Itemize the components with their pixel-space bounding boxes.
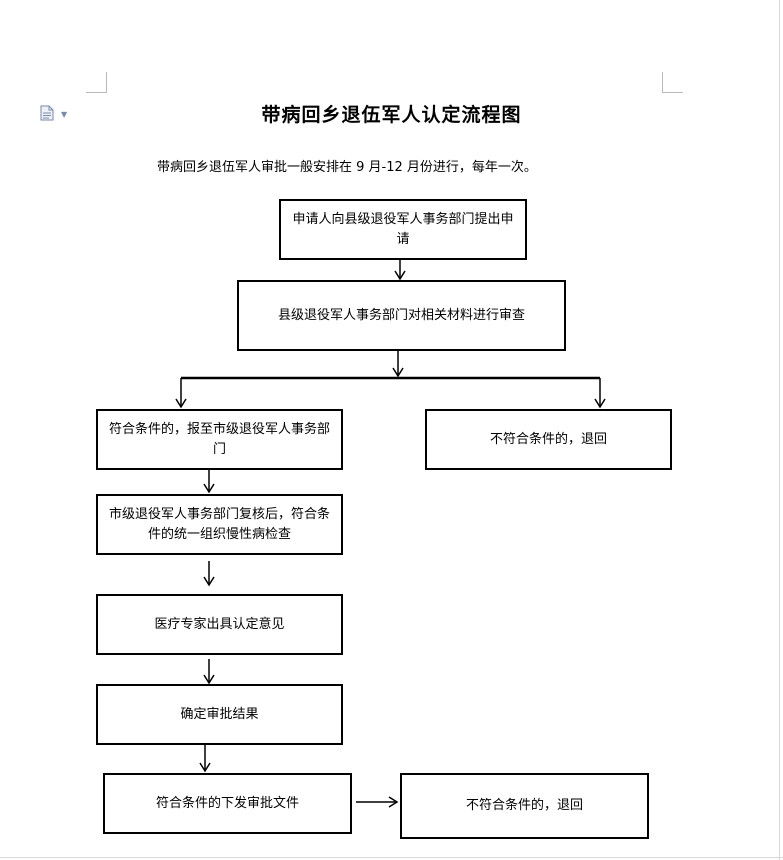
step-confirm-result-text: 确定审批结果 (180, 706, 259, 722)
arrowhead-report-to-recheck (203, 483, 215, 494)
arrowhead-branch-right (594, 398, 606, 409)
step-apply-box: 申请人向县级退役军人事务部门提出申请 (279, 199, 527, 260)
step-expert-opinion-text: 医疗专家出具认定意见 (154, 616, 285, 632)
arrowhead-recheck-to-expert (203, 576, 215, 587)
page-edge-right (779, 0, 780, 860)
document-icon (40, 105, 54, 121)
intro-paragraph: 带病回乡退伍军人审批一般安排在 9 月-12 月份进行，每年一次。 (157, 160, 537, 175)
arrowhead-issue-to-return (388, 796, 399, 808)
page-edge-bottom (0, 857, 783, 858)
step-apply-text: 申请人向县级退役军人事务部门提出申请 (292, 211, 514, 247)
dropdown-caret-icon[interactable]: ▼ (61, 110, 68, 119)
arrowhead-branch-left (175, 398, 187, 409)
step-city-recheck-text: 市级退役军人事务部门复核后，符合条件的统一组织慢性病检查 (108, 506, 330, 542)
step-city-recheck-box: 市级退役军人事务部门复核后，符合条件的统一组织慢性病检查 (96, 494, 343, 555)
step-issue-document-box: 符合条件的下发审批文件 (103, 773, 352, 834)
arrowhead-expert-to-confirm (203, 674, 215, 685)
document-title: 带病回乡退伍军人认定流程图 (261, 104, 522, 126)
step-county-review-text: 县级退役军人事务部门对相关材料进行审查 (277, 307, 525, 323)
step-unqualified-return-text: 不符合条件的，退回 (489, 431, 607, 447)
step-expert-opinion-box: 医疗专家出具认定意见 (96, 594, 343, 655)
step-final-return-text: 不符合条件的，退回 (465, 798, 583, 813)
step-confirm-result-box: 确定审批结果 (96, 684, 343, 745)
arrowhead-apply-to-review (394, 270, 406, 281)
step-county-review-box: 县级退役军人事务部门对相关材料进行审查 (237, 280, 566, 351)
step-issue-document-text: 符合条件的下发审批文件 (155, 795, 299, 811)
arrowhead-review-to-branch (392, 367, 404, 378)
document-menu-button[interactable] (40, 105, 70, 123)
step-final-return-box: 不符合条件的，退回 (400, 773, 649, 839)
arrowhead-confirm-to-issue (199, 762, 211, 773)
margin-corner-top-right (662, 72, 683, 93)
margin-corner-top-left (86, 72, 107, 93)
step-qualified-report-box: 符合条件的，报至市级退役军人事务部门 (96, 409, 343, 470)
step-qualified-report-text: 符合条件的，报至市级退役军人事务部门 (108, 421, 330, 457)
step-unqualified-return-box: 不符合条件的，退回 (425, 409, 672, 470)
